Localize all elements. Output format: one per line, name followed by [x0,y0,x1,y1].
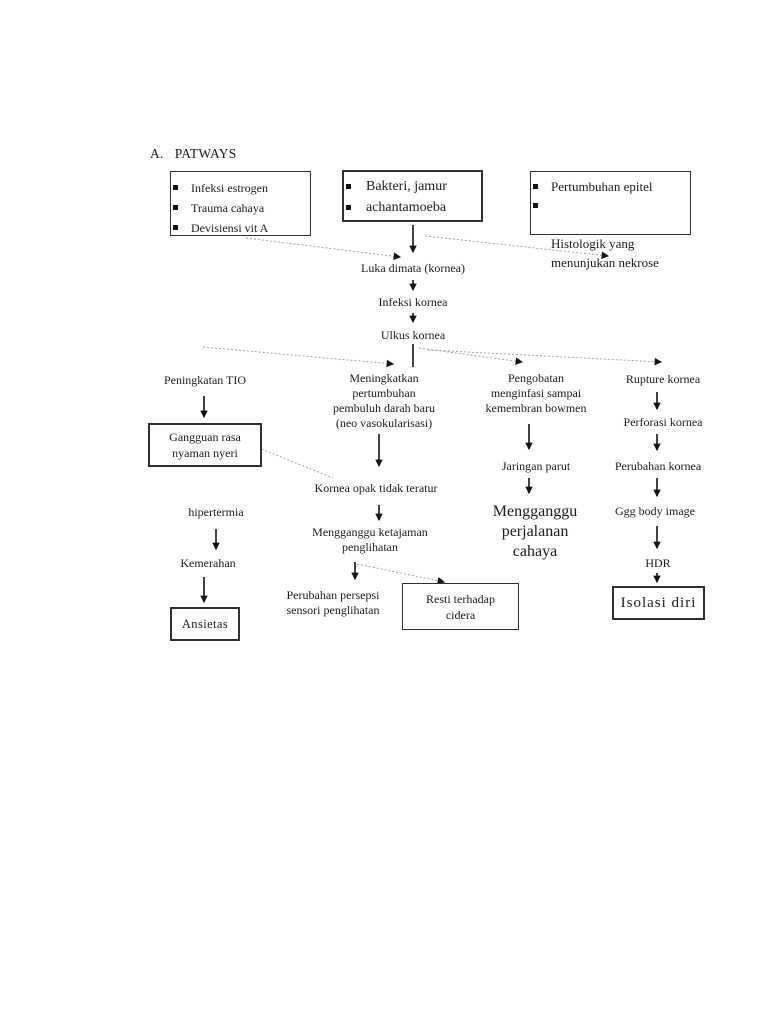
node-jaringan-parut: Jaringan parut [501,459,571,473]
node-peningkatan-tio: Peningkatan TIO [163,373,247,387]
box-pathogens: Bakteri, jamur achantamoeba [342,170,483,222]
risk-factor-label: Infeksi estrogen [191,181,268,195]
box-risk-factors: Infeksi estrogen Trauma cahaya Devisiens… [170,171,311,236]
node-persepsi-sensori: Perubahan persepsi sensori penglihatan [286,588,380,617]
list-item: achantamoeba [346,197,477,218]
list-item: Trauma cahaya [173,198,304,218]
pathogen-label: Bakteri, jamur [366,179,447,194]
dotted-arrow-riskbox-to-luka [245,237,402,260]
node-ggg-body-image: Ggg body image [615,504,695,518]
gangguan-label: Gangguan rasa nyaman nyeri [169,430,241,460]
dotted-arrow-ulkus-to-pengobatan [418,347,524,365]
list-item: Histologik yang menunjukan nekrose [533,196,686,272]
bullet-square-icon [533,203,538,208]
node-infeksi-kornea: Infeksi kornea [378,295,448,309]
epithelium-label: Histologik yang menunjukan nekrose [551,236,659,270]
list-item: Infeksi estrogen [173,178,304,198]
list-item: Pertumbuhan epitel [533,177,686,196]
ansietas-label: Ansietas [181,617,229,631]
bullet-square-icon [173,225,178,230]
list-item: Devisiensi vit A [173,218,304,238]
node-hipertermia: hipertermia [188,505,244,519]
list-item: Bakteri, jamur [346,176,477,197]
dotted-arrow-ketajaman-to-resti [356,563,446,585]
node-perjalanan-cahaya: Mengganggu perjalanan cahaya [492,503,578,560]
risk-factor-label: Trauma cahaya [191,201,265,215]
node-hdr: HDR [645,556,671,570]
node-neovaskularisasi: Meningkatkan pertumbuhan pembuluh darah … [333,371,435,430]
box-resti-cidera: Resti terhadap cidera [402,583,519,630]
node-perubahan-kornea: Perubahan kornea [614,459,702,473]
bullet-square-icon [173,205,178,210]
page-title-prefix: A. [150,146,164,161]
dotted-line-gangguan-to-kornea-opak [253,445,334,479]
bullet-square-icon [173,185,178,190]
box-epithelium: Pertumbuhan epitel Histologik yang menun… [530,171,691,270]
node-perforasi-kornea: Perforasi kornea [623,415,703,429]
isolasi-label: Isolasi diri [620,595,697,611]
risk-factor-label: Devisiensi vit A [191,221,269,235]
node-kemerahan: Kemerahan [180,556,236,570]
node-ulkus-kornea: Ulkus kornea [380,328,446,342]
epithelium-label: Pertumbuhan epitel [551,179,653,194]
dotted-arrow-ulkus-to-neo [202,346,395,368]
bullet-square-icon [533,184,538,189]
box-ansietas: Ansietas [170,607,240,641]
page-title: A. PATWAYS [150,146,237,162]
node-kornea-opak: Kornea opak tidak teratur [314,481,438,495]
resti-label: Resti terhadap cidera [426,591,495,622]
pathogen-label: achantamoeba [366,200,447,215]
node-luka-dimata: Luka dimata (kornea) [361,261,465,275]
bullet-square-icon [346,184,351,189]
page-title-text: PATWAYS [174,146,237,161]
node-ketajaman-penglihatan: Mengganggu ketajaman penglihatan [312,525,428,554]
dotted-arrow-ulkus-to-rupture [427,349,663,366]
box-isolasi-diri: Isolasi diri [612,586,705,620]
node-pengobatan-bowmen: Pengobatan menginfasi sampai kemembran b… [485,371,587,415]
bullet-square-icon [346,205,351,210]
node-rupture-kornea: Rupture kornea [625,372,701,386]
box-gangguan-rasa-nyaman: Gangguan rasa nyaman nyeri [148,423,262,467]
dotted-arrow-pathogen-to-right [424,235,610,260]
